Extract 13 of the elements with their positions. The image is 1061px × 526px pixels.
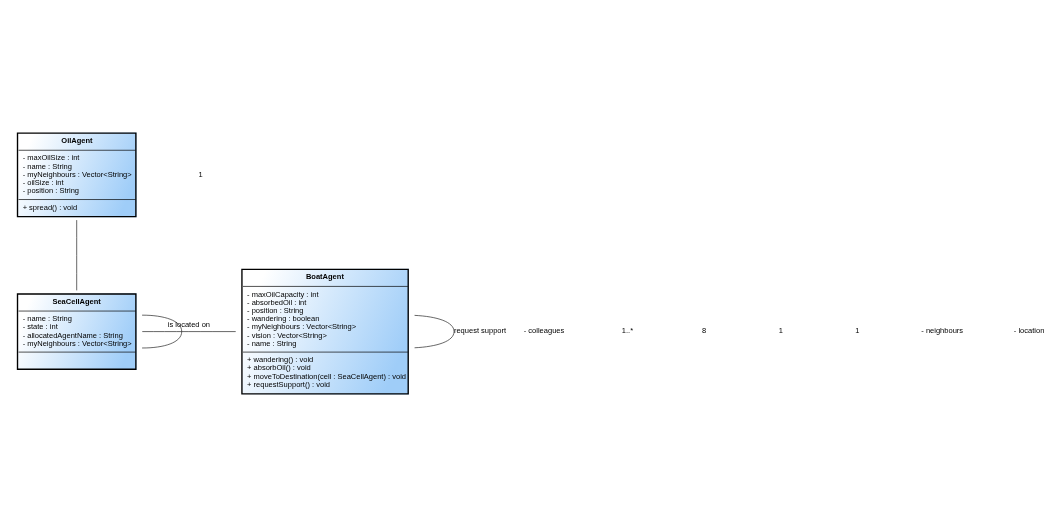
label: 1 xyxy=(198,169,203,179)
label: - neighbours xyxy=(921,325,964,335)
label: 8 xyxy=(702,325,707,335)
label: 1 xyxy=(778,325,783,335)
connector xyxy=(141,314,183,348)
connector xyxy=(141,330,237,332)
label: - location xyxy=(1013,325,1045,335)
label: 1..* xyxy=(621,325,634,335)
edge-label: request support xyxy=(453,325,507,335)
label: 1 xyxy=(855,325,860,335)
label: - colleagues xyxy=(523,325,565,335)
connector xyxy=(414,314,455,348)
edge-label: is located on xyxy=(167,319,211,329)
